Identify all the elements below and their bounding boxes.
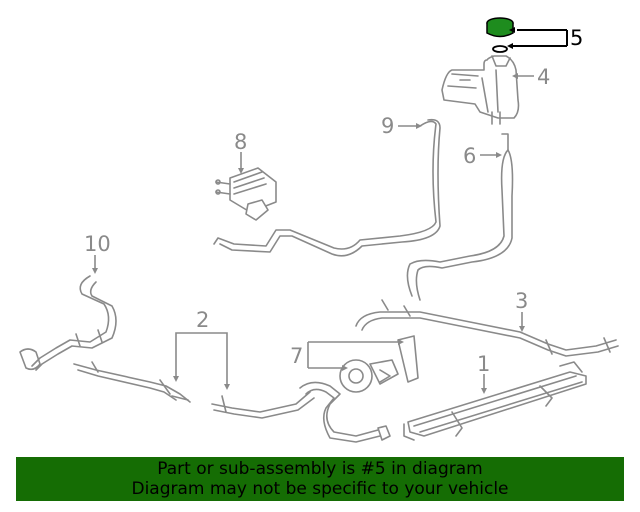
callout-6[interactable]: 6 (463, 144, 476, 168)
callout-5-leader (507, 27, 568, 49)
callout-3[interactable]: 3 (515, 289, 528, 313)
callout-5[interactable]: 5 (570, 26, 583, 50)
part-9-hose[interactable] (213, 118, 441, 257)
part-2-hoses[interactable] (73, 361, 315, 419)
part-10-hose[interactable] (19, 275, 117, 371)
callout-7[interactable]: 7 (290, 344, 303, 368)
callout-2[interactable]: 2 (196, 308, 209, 332)
callout-10[interactable]: 10 (84, 232, 111, 256)
banner-line-1: Part or sub-assembly is #5 in diagram (157, 459, 483, 479)
banner-line-2: Diagram may not be specific to your vehi… (131, 479, 509, 499)
info-banner: Part or sub-assembly is #5 in diagram Di… (16, 457, 624, 501)
part-3-hose[interactable] (355, 299, 619, 357)
callout-8[interactable]: 8 (234, 130, 247, 154)
part-4-reservoir[interactable] (441, 55, 520, 125)
part-7-pump[interactable] (299, 335, 419, 443)
part-1-radiator[interactable] (403, 361, 587, 441)
callout-9[interactable]: 9 (381, 114, 394, 138)
part-8-cooler[interactable] (215, 167, 277, 221)
callout-4[interactable]: 4 (537, 65, 550, 89)
banner-background (16, 457, 624, 501)
part-5-reservoir-cap[interactable] (486, 17, 514, 53)
part-6-hose[interactable] (406, 133, 514, 301)
callout-1[interactable]: 1 (477, 352, 490, 376)
